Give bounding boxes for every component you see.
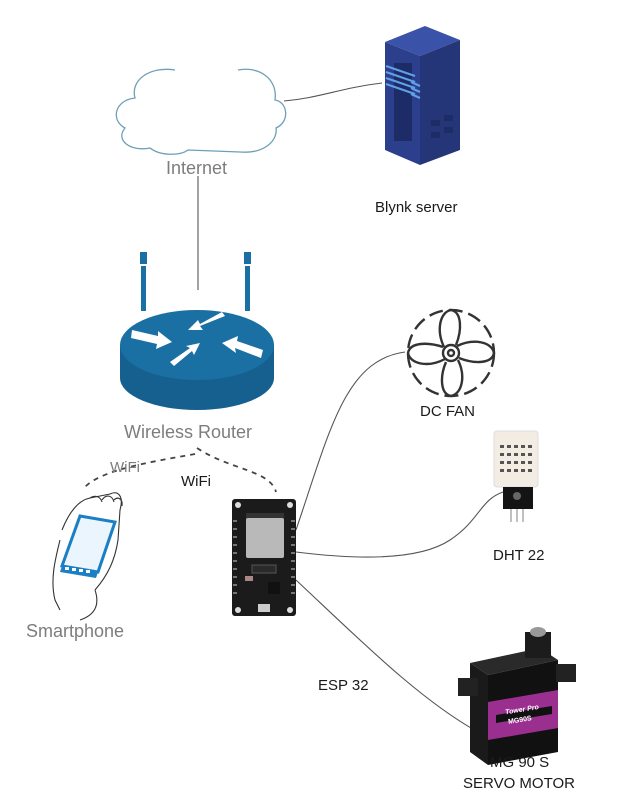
servo-motor-icon: Tower Pro MG90S: [458, 627, 576, 765]
servo-label-line2: SERVO MOTOR: [463, 775, 575, 789]
esp32-board-icon: [232, 499, 296, 616]
link-router-esp32: [196, 447, 277, 493]
link-esp32-dht: [295, 491, 504, 558]
dht22-sensor-icon: [493, 430, 539, 522]
server-icon: [385, 26, 460, 165]
link-esp32-fan: [295, 351, 406, 531]
dht-label: DHT 22: [493, 547, 545, 564]
cloud-icon: [115, 68, 287, 155]
wifi-label-smartphone: WiFi: [110, 459, 140, 476]
wifi-label-esp32: WiFi: [181, 473, 211, 490]
fan-icon: [406, 308, 496, 398]
servo-model-text: MG90S: [508, 715, 533, 726]
servo-label-line1: MG 90 S: [490, 754, 550, 771]
server-label: Blynk server: [375, 199, 458, 216]
internet-label: Internet: [166, 158, 228, 178]
fan-label: DC FAN: [420, 403, 476, 420]
link-esp32-servo: [295, 579, 479, 733]
router-label: Wireless Router: [124, 422, 253, 442]
router-icon: [120, 252, 274, 410]
smartphone-hand-icon: [52, 492, 123, 621]
link-internet-server: [283, 82, 383, 102]
esp32-label: ESP 32: [318, 677, 369, 694]
smartphone-label: Smartphone: [26, 621, 125, 641]
link-router-smartphone: [83, 453, 196, 489]
